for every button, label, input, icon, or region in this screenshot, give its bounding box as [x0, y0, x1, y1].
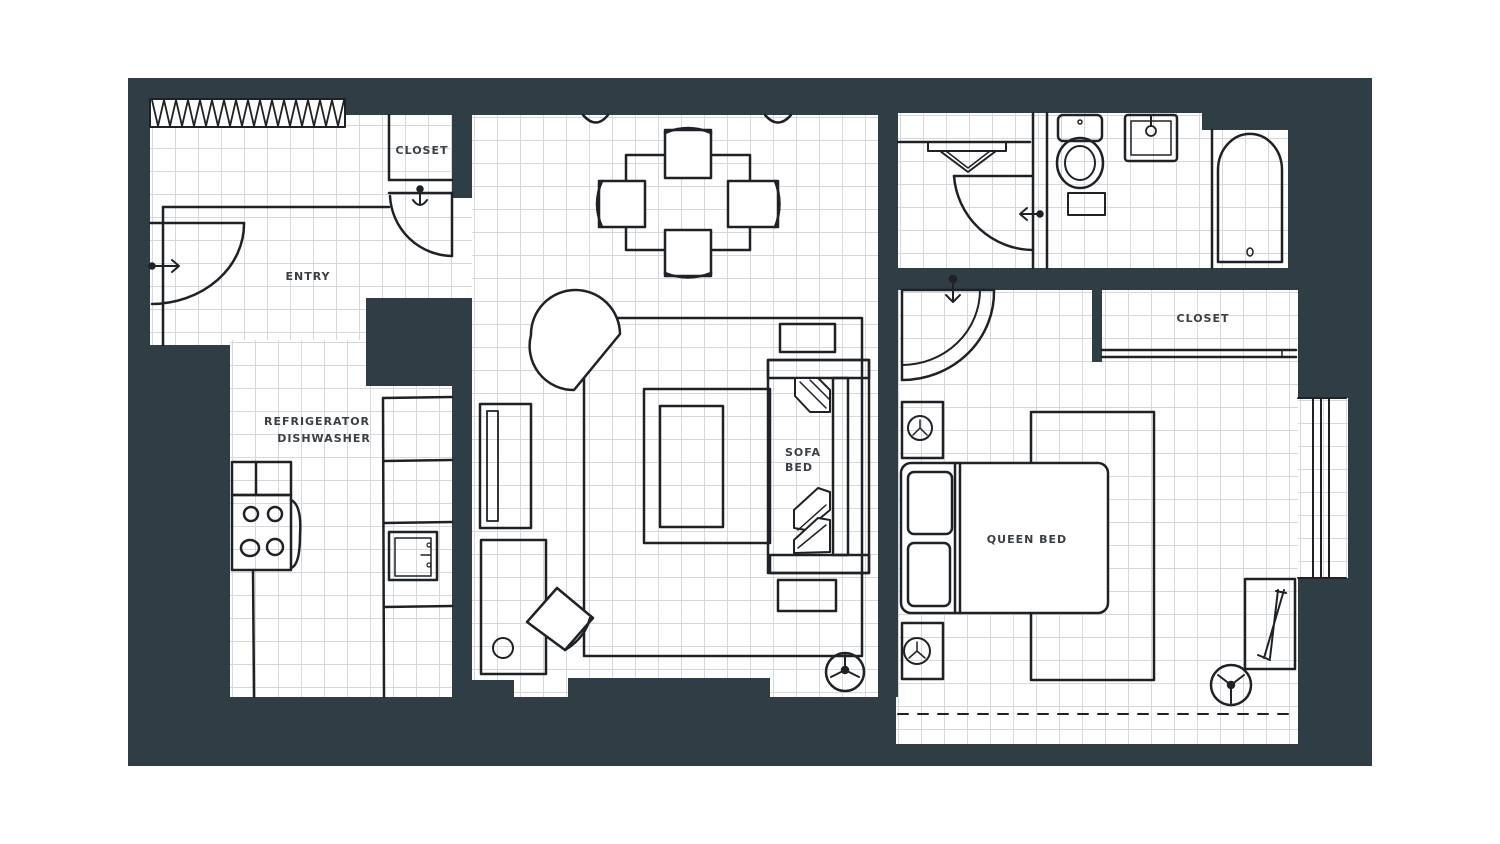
label-bed: BED — [784, 461, 814, 474]
floor-hall-bath — [898, 113, 1288, 268]
wall-closet-right — [452, 115, 472, 198]
label-queen-bed: QUEEN BED — [986, 533, 1068, 546]
label-refrigerator: REFRIGERATOR — [263, 415, 371, 428]
label-entry: ENTRY — [285, 270, 331, 283]
wall-bath-top-right — [1202, 113, 1288, 130]
label-dishwasher: DISHWASHER — [277, 432, 371, 445]
floor-window-bay — [1298, 398, 1348, 578]
wall-living-bottom-notch — [568, 678, 770, 697]
label-entry-closet: CLOSET — [395, 144, 449, 157]
label-sofa: SOFA — [784, 446, 822, 459]
wall-kitchen-pillar — [366, 298, 472, 386]
wall-kitchen-living — [452, 386, 472, 697]
wall-closet-divider — [1092, 290, 1102, 362]
floor-dining-living — [472, 115, 878, 697]
floor-kitchen — [230, 340, 460, 697]
wall-hall-bedroom — [898, 268, 1298, 290]
wall-living-bedroom — [878, 268, 898, 697]
wall-entry-top — [345, 100, 472, 115]
wall-living-bottom-left — [472, 680, 514, 697]
wall-entry-bottom-left — [150, 345, 230, 697]
label-bedroom-closet: CLOSET — [1176, 312, 1230, 325]
wall-dining-right-top — [878, 115, 898, 153]
